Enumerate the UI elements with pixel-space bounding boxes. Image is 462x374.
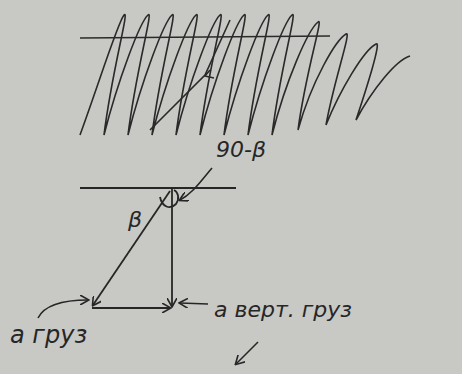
vector-triangle <box>80 188 236 308</box>
crossed-out-scribble <box>80 14 410 135</box>
vector-label: a груз <box>10 322 87 348</box>
angle-label: β <box>128 208 142 232</box>
angle-label: 90-β <box>216 138 266 162</box>
vector-label: a верт. груз <box>214 298 352 322</box>
